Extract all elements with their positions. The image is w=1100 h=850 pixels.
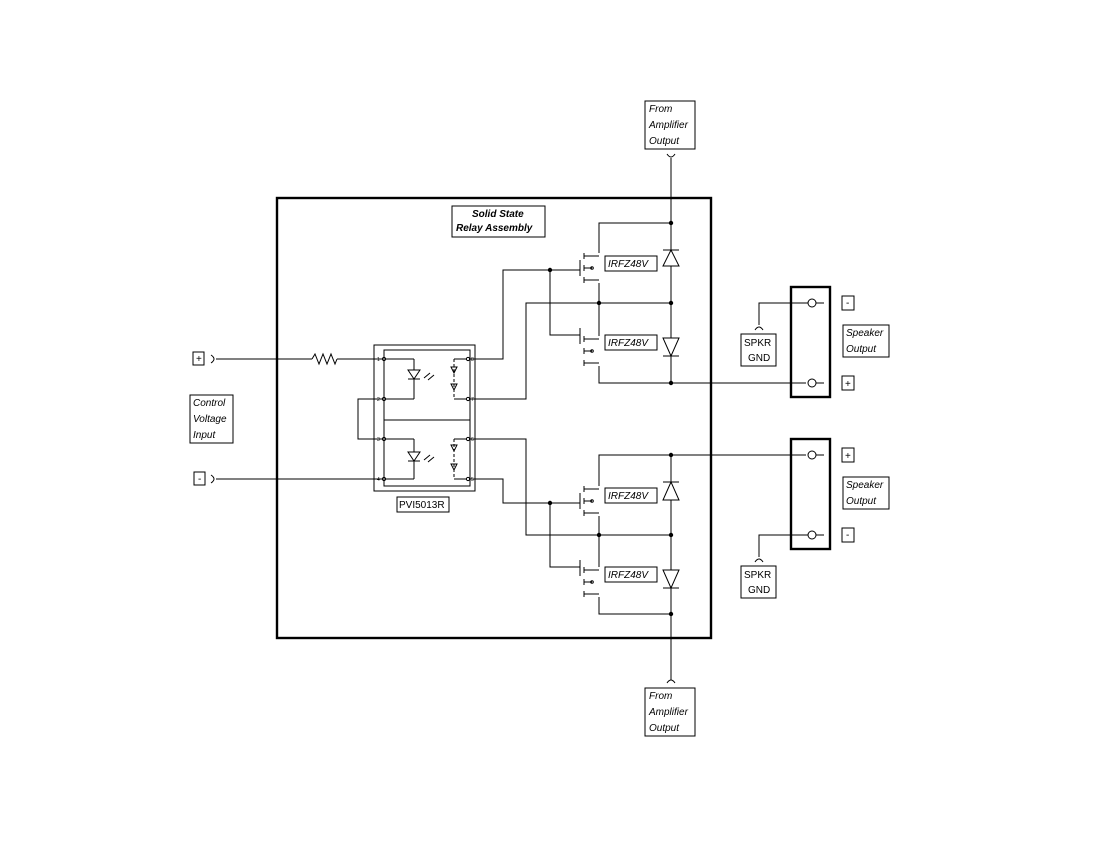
led-icon [407, 369, 421, 380]
speaker-top-minus-terminal: - [841, 295, 855, 311]
speaker-output-top-line2: Output [846, 344, 877, 355]
junction-dots [547, 220, 674, 617]
assembly-title-line2: Relay Assembly [456, 223, 533, 234]
speaker-bottom-minus-terminal: - [841, 527, 855, 543]
mosfet-q2 [579, 328, 599, 366]
spkr-gnd-top-line2: GND [748, 353, 770, 364]
speaker-bottom-plus-terminal: + [841, 447, 855, 463]
svg-text:PVI5013R: PVI5013R [399, 500, 445, 511]
pin-1-label: 1 [377, 357, 380, 363]
resistor-symbol [311, 352, 338, 366]
from-amp-top-line1: From [649, 104, 672, 115]
from-amp-top-line3: Output [649, 136, 680, 147]
pin-3-label: 3 [377, 437, 380, 443]
pvi5013r-isolator: 1 2 3 4 8 7 6 5 [373, 344, 476, 492]
mosfet-label-3: IRFZ48V [604, 487, 658, 504]
relay-assembly-enclosure [275, 196, 713, 640]
mosfet-q1 [579, 253, 599, 283]
connector-jack-bottom [666, 679, 676, 684]
from-amplifier-output-bottom: From Amplifier Output [644, 687, 696, 737]
spkr-gnd-top: SPKR GND [740, 333, 777, 367]
control-minus-terminal: - [193, 471, 215, 486]
diode-2 [662, 337, 680, 358]
from-amp-bottom-line3: Output [649, 723, 680, 734]
control-plus-sign: + [196, 354, 202, 365]
svg-text:IRFZ48V: IRFZ48V [608, 338, 649, 349]
svg-text:IRFZ48V: IRFZ48V [608, 570, 649, 581]
speaker-top-plus-terminal: + [841, 375, 855, 391]
from-amp-bottom-line1: From [649, 691, 672, 702]
photodiode-icon [450, 444, 458, 453]
mosfet-q3 [579, 486, 599, 516]
control-minus-sign: - [198, 474, 201, 485]
led-icon [407, 451, 421, 462]
connector-jack-top [666, 153, 676, 158]
spkr-gnd-top-line1: SPKR [744, 338, 771, 349]
svg-text:-: - [846, 530, 849, 541]
from-amplifier-output-top: From Amplifier Output [644, 100, 696, 150]
mosfet-label-1: IRFZ48V [604, 255, 658, 272]
control-plus-terminal: + [192, 351, 215, 366]
svg-text:IRFZ48V: IRFZ48V [608, 259, 649, 270]
photodiode-icon [450, 366, 458, 375]
light-emission-icon [423, 454, 435, 463]
svg-text:+: + [845, 451, 851, 462]
diode-1 [662, 248, 680, 267]
speaker-connector-bottom [754, 437, 832, 563]
mosfet-q4 [579, 560, 599, 597]
pin-4-label: 4 [377, 477, 380, 483]
svg-text:-: - [846, 298, 849, 309]
from-amp-top-line2: Amplifier [648, 120, 689, 131]
speaker-output-bottom-line1: Speaker [846, 480, 884, 491]
ic-part-label: PVI5013R [396, 496, 450, 513]
mosfet-label-2: IRFZ48V [604, 334, 658, 351]
from-amp-bottom-line2: Amplifier [648, 707, 689, 718]
control-voltage-line1: Control [193, 398, 226, 409]
pin-7-label: 7 [471, 397, 474, 403]
mosfet-label-4: IRFZ48V [604, 566, 658, 583]
svg-text:IRFZ48V: IRFZ48V [608, 491, 649, 502]
diode-3 [662, 480, 680, 501]
control-voltage-label: Control Voltage Input [189, 394, 234, 444]
speaker-output-bottom-label: Speaker Output [842, 476, 890, 510]
spkr-gnd-bottom-line1: SPKR [744, 570, 771, 581]
diode-4 [662, 569, 680, 590]
assembly-title-line1: Solid State [472, 209, 524, 220]
pin-8-label: 8 [471, 357, 474, 363]
spkr-gnd-bottom-line2: GND [748, 585, 770, 596]
pin-5-label: 5 [471, 477, 474, 483]
spkr-gnd-bottom: SPKR GND [740, 565, 777, 599]
control-voltage-line2: Voltage [193, 414, 227, 425]
speaker-connector-top [754, 285, 832, 399]
pin-2-label: 2 [377, 397, 380, 403]
speaker-output-top-label: Speaker Output [842, 324, 890, 358]
assembly-title-box: Solid State Relay Assembly [451, 205, 546, 238]
speaker-output-top-line1: Speaker [846, 328, 884, 339]
light-emission-icon [423, 372, 435, 381]
control-voltage-line3: Input [193, 430, 216, 441]
speaker-output-bottom-line2: Output [846, 496, 877, 507]
svg-text:+: + [845, 379, 851, 390]
pin-6-label: 6 [471, 437, 474, 443]
